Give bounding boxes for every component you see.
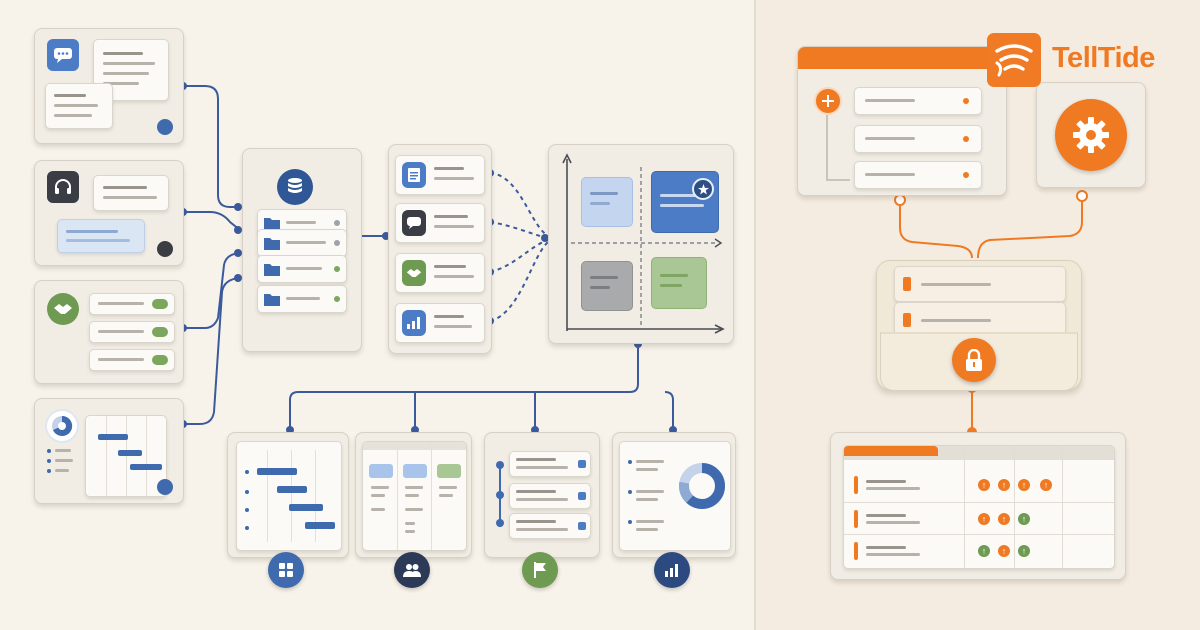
connector-out-4 bbox=[664, 391, 674, 430]
team-icon bbox=[394, 552, 430, 588]
settings-card bbox=[1036, 82, 1146, 188]
flag-icon bbox=[522, 552, 558, 588]
dashed-link-4 bbox=[489, 241, 549, 322]
message-bubble bbox=[93, 175, 169, 211]
category-documents bbox=[395, 155, 485, 195]
status-dot bbox=[157, 119, 173, 135]
folder-row bbox=[257, 285, 347, 313]
gear-icon bbox=[1055, 99, 1127, 171]
form-row bbox=[854, 87, 982, 115]
category-analytics bbox=[395, 303, 485, 343]
dashed-link-1 bbox=[489, 172, 549, 237]
bar-chart-icon bbox=[654, 552, 690, 588]
pie-chart-icon bbox=[45, 409, 79, 443]
category-conversations bbox=[395, 203, 485, 243]
handshake-icon bbox=[402, 260, 426, 286]
dashed-link-3 bbox=[489, 239, 549, 273]
list-item bbox=[89, 321, 175, 343]
folder-row bbox=[257, 255, 347, 283]
category-card bbox=[388, 144, 492, 354]
gantt-panel bbox=[85, 415, 167, 497]
inbox-item bbox=[894, 266, 1066, 302]
milestone-row bbox=[509, 513, 591, 539]
connector-form-box bbox=[899, 200, 973, 259]
insights-panel bbox=[619, 441, 731, 551]
connector-source-4 bbox=[183, 277, 241, 425]
list-item bbox=[89, 349, 175, 371]
brand-name: TellTide bbox=[1052, 42, 1155, 74]
source-card-timeline bbox=[34, 398, 184, 504]
quadrant-tile bbox=[651, 257, 707, 309]
handshake-icon bbox=[47, 293, 79, 325]
source-card-chat bbox=[34, 28, 184, 144]
table-row: ↑ ↑ ↑ ↑ bbox=[844, 472, 1114, 498]
message-bubble bbox=[45, 83, 113, 129]
section-divider bbox=[754, 0, 756, 630]
category-partnerships bbox=[395, 253, 485, 293]
document-icon bbox=[402, 162, 426, 188]
quadrant-tile bbox=[581, 177, 633, 227]
grid-icon bbox=[268, 552, 304, 588]
connector-source-3 bbox=[183, 252, 241, 329]
database-icon bbox=[277, 169, 313, 205]
status-dot bbox=[157, 479, 173, 495]
list-item bbox=[89, 293, 175, 315]
logo-mark bbox=[987, 33, 1041, 87]
donut-chart bbox=[679, 463, 725, 509]
milestone-row bbox=[509, 451, 591, 477]
secure-inbox bbox=[876, 252, 1082, 391]
quadrant-tile-highlight bbox=[651, 171, 719, 233]
table-panel: ↑ ↑ ↑ ↑ ↑ ↑ ↑ ↑ ↑ ↑ bbox=[843, 445, 1115, 569]
chat-bubble-icon bbox=[47, 39, 79, 71]
database-card bbox=[242, 148, 362, 352]
output-insights bbox=[612, 432, 736, 558]
form-row bbox=[854, 125, 982, 153]
lock-icon bbox=[952, 338, 996, 382]
message-bubble-blue bbox=[57, 219, 145, 253]
gantt-panel bbox=[236, 441, 342, 551]
output-roadmap bbox=[227, 432, 349, 558]
output-milestones bbox=[484, 432, 600, 558]
kanban-panel bbox=[362, 441, 467, 551]
quadrant-tile bbox=[581, 261, 633, 311]
form-row bbox=[854, 161, 982, 189]
connector-bus-vertical bbox=[289, 344, 639, 430]
bar-chart-icon bbox=[402, 310, 426, 336]
milestone-row bbox=[509, 483, 591, 509]
connector-source-2 bbox=[183, 211, 241, 231]
chat-bubble-icon bbox=[402, 210, 426, 236]
status-dot bbox=[157, 241, 173, 257]
dashed-link-2 bbox=[489, 221, 549, 239]
feedback-form-window bbox=[797, 46, 1007, 196]
priority-matrix bbox=[548, 144, 734, 344]
headset-icon bbox=[47, 171, 79, 203]
table-row: ↑ ↑ ↑ bbox=[844, 538, 1114, 564]
folder-row bbox=[257, 229, 347, 257]
connector-settings-box bbox=[977, 196, 1083, 259]
output-board bbox=[355, 432, 472, 558]
source-card-support bbox=[34, 160, 184, 266]
connector-source-1 bbox=[183, 85, 240, 208]
priority-table: ↑ ↑ ↑ ↑ ↑ ↑ ↑ ↑ ↑ ↑ bbox=[830, 432, 1126, 580]
source-card-partners bbox=[34, 280, 184, 384]
table-row: ↑ ↑ ↑ bbox=[844, 506, 1114, 532]
star-icon bbox=[692, 178, 714, 200]
add-icon bbox=[814, 87, 842, 115]
